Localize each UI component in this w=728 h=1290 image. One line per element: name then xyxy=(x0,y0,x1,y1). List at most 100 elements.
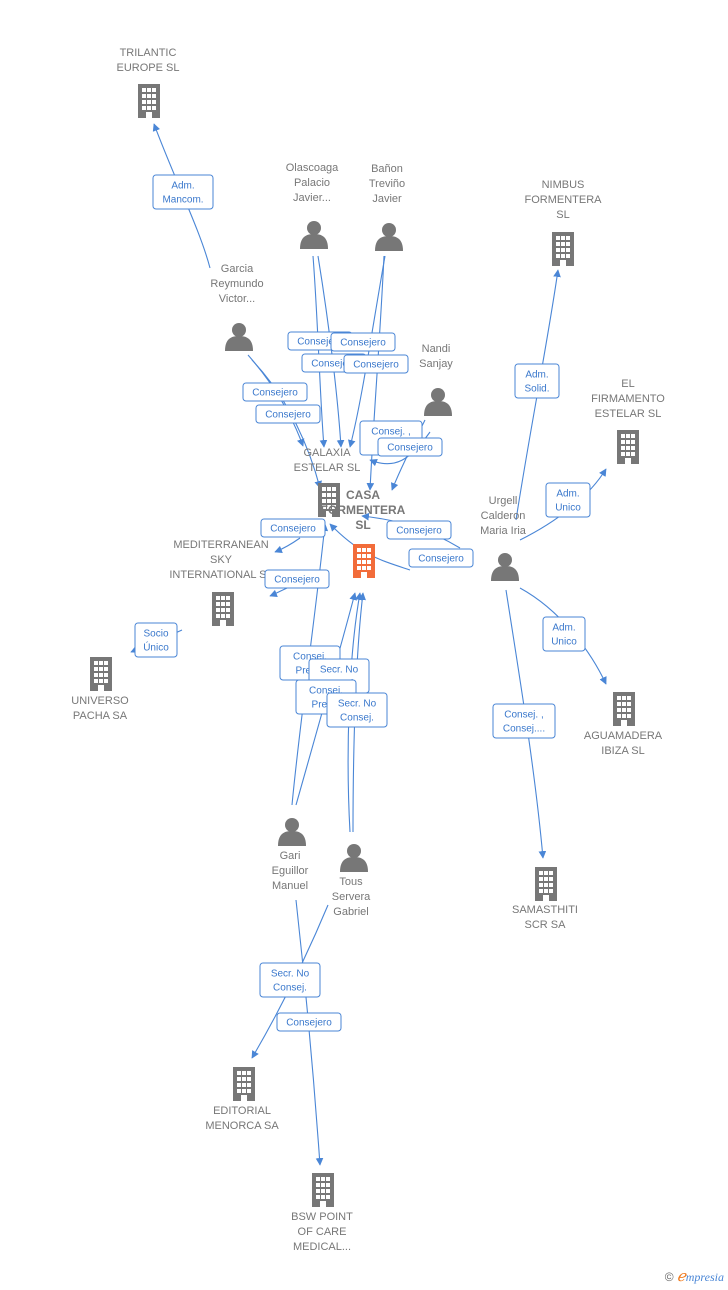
relation-label-box xyxy=(260,518,326,538)
node-label-line: PACHA SA xyxy=(73,710,128,722)
relation-label-box xyxy=(152,174,214,210)
relation-edge xyxy=(251,359,322,489)
relation-label-text: Consejero xyxy=(311,359,357,370)
node-label-line: Treviño xyxy=(369,178,405,190)
relation-label-box xyxy=(264,569,330,589)
node-label-line: SCR SA xyxy=(525,919,567,931)
person-icon xyxy=(300,221,328,249)
relation-label-r24[interactable]: Consejero xyxy=(276,1012,342,1032)
node-label-line: IBIZA SL xyxy=(601,745,644,757)
node-label-line: Palacio xyxy=(294,177,330,189)
node-aguamadera[interactable]: AGUAMADERA IBIZA SL xyxy=(584,692,663,757)
relation-label-r9[interactable]: Consejero xyxy=(255,404,321,424)
relation-label-text: Consejero xyxy=(270,524,316,535)
building-icon xyxy=(312,1173,334,1207)
relation-label-r17[interactable]: Adm.Unico xyxy=(542,616,586,652)
node-olascoaga[interactable]: OlascoagaPalacioJavier... xyxy=(286,162,339,249)
relation-label-box xyxy=(255,404,321,424)
node-nimbus[interactable]: NIMBUS FORMENTERA SL xyxy=(525,179,603,266)
relation-label-r12[interactable]: Consejero xyxy=(260,518,326,538)
node-label-line: Javier xyxy=(372,193,402,205)
building-icon xyxy=(138,84,160,118)
relation-label-box xyxy=(134,622,178,658)
relation-label-box xyxy=(545,482,591,518)
relation-label-r13[interactable]: Consejero xyxy=(386,520,452,540)
relation-label-text: Secr. No xyxy=(271,969,310,980)
node-label-line: EUROPE SL xyxy=(117,62,180,74)
relation-label-text: Consej. , xyxy=(504,710,543,721)
relation-label-box xyxy=(386,520,452,540)
node-label-line: INTERNATIONAL SL xyxy=(169,569,272,581)
node-label-line: MENORCA SA xyxy=(205,1120,279,1132)
relation-label-text: Adm. xyxy=(171,181,194,192)
brand-e-glyph: ℯ xyxy=(676,1269,686,1285)
edges-layer xyxy=(130,123,607,1166)
relation-label-text: Secr. No xyxy=(338,699,377,710)
relation-label-r22[interactable]: Consej. ,Consej.... xyxy=(492,703,556,739)
relation-label-text: Adm. xyxy=(552,623,575,634)
building-icon xyxy=(613,692,635,726)
relation-label-text: Mancom. xyxy=(162,195,203,206)
relation-label-text: Consejero xyxy=(274,575,320,586)
node-label-line: NIMBUS xyxy=(542,179,585,191)
relation-label-text: Consejero xyxy=(340,338,386,349)
node-label-line: Gabriel xyxy=(333,906,368,918)
node-label-line: Javier... xyxy=(293,192,331,204)
node-label-line: ESTELAR SL xyxy=(294,462,361,474)
relation-label-r11[interactable]: Consejero xyxy=(377,437,443,457)
relation-label-r3[interactable]: Adm.Unico xyxy=(545,482,591,518)
relation-label-r15[interactable]: Consejero xyxy=(264,569,330,589)
relation-label-text: Consejero xyxy=(396,526,442,537)
relation-label-text: Adm. xyxy=(556,489,579,500)
node-label-line: SL xyxy=(556,209,569,221)
relation-label-box xyxy=(377,437,443,457)
relation-label-text: Solid. xyxy=(524,384,549,395)
empresia-brand[interactable]: © ℯmpresia xyxy=(665,1267,724,1286)
node-galaxia[interactable]: GALAXIA ESTELAR SL xyxy=(294,447,361,517)
relation-label-r1[interactable]: Adm. Mancom. xyxy=(152,174,214,210)
node-garcia[interactable]: GarciaReymundoVictor... xyxy=(210,263,264,351)
node-label-line: OF CARE xyxy=(298,1226,347,1238)
person-icon xyxy=(491,553,519,581)
relation-label-box xyxy=(330,332,396,352)
relation-label-r8[interactable]: Consejero xyxy=(242,382,308,402)
relation-label-box xyxy=(276,1012,342,1032)
relation-label-box xyxy=(408,548,474,568)
node-label-line: SKY xyxy=(210,554,233,566)
relation-label-text: Consejero xyxy=(265,410,311,421)
relation-label-text: Consej. xyxy=(293,652,327,663)
node-label-line: GALAXIA xyxy=(303,447,351,459)
relation-label-text: Consejero xyxy=(418,554,464,565)
relation-label-text: Pres... xyxy=(312,700,341,711)
node-label-line: Calderon xyxy=(481,510,526,522)
node-label-line: FORMENTERA xyxy=(321,503,406,517)
relation-label-r14[interactable]: Consejero xyxy=(408,548,474,568)
node-label-line: Reymundo xyxy=(210,278,263,290)
building-icon xyxy=(353,544,375,578)
relation-label-box xyxy=(326,692,388,728)
relation-label-r7[interactable]: Consejero xyxy=(343,354,409,374)
relation-edge xyxy=(295,899,324,1166)
relation-label-r5[interactable]: Consejero xyxy=(330,332,396,352)
relation-label-r2[interactable]: Adm. Solid. xyxy=(514,363,560,399)
relation-label-text: Adm. xyxy=(525,370,548,381)
node-label-line: FORMENTERA xyxy=(525,194,603,206)
relation-label-text: Consej. , xyxy=(371,427,410,438)
node-label-line: AGUAMADERA xyxy=(584,730,663,742)
